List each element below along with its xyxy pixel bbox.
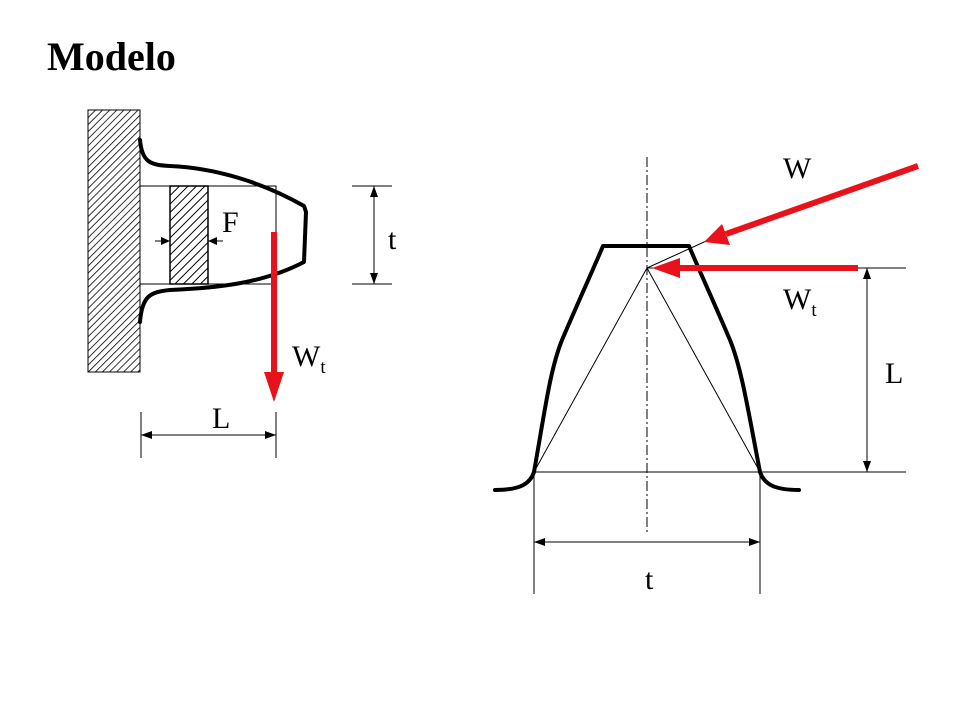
face-width-arrowhead-right bbox=[208, 237, 217, 245]
tooth-profile-right bbox=[493, 244, 801, 492]
cross-section-hatch bbox=[169, 185, 209, 285]
label-thickness-t-right: t bbox=[645, 563, 654, 596]
label-Wt-main-right: W bbox=[783, 283, 812, 316]
normal-force-arrowhead bbox=[704, 224, 730, 245]
fixed-wall bbox=[87, 109, 141, 373]
dim-L-arrowhead-right bbox=[265, 431, 276, 439]
tangential-force-arrowhead-right bbox=[652, 258, 680, 278]
label-Wt-main-left: W bbox=[292, 340, 321, 373]
label-tangential-force-right: Wt bbox=[783, 283, 817, 321]
gear-tooth-model: W Wt L t bbox=[493, 152, 920, 596]
label-length-L-left: L bbox=[212, 402, 230, 435]
dim-L-arrowhead-left bbox=[141, 431, 152, 439]
label-tangential-force-left: Wt bbox=[292, 340, 326, 378]
dim-t-arrowhead-bottom bbox=[370, 273, 378, 284]
label-Wt-subscript-right: t bbox=[811, 300, 817, 321]
page-title: Modelo bbox=[47, 34, 176, 79]
label-length-L-right: L bbox=[885, 357, 903, 390]
normal-force-arrow-shaft bbox=[724, 163, 920, 237]
label-Wt-subscript-left: t bbox=[320, 357, 326, 378]
parabola-side-right bbox=[646, 267, 761, 473]
tooth-profile-left bbox=[138, 138, 308, 324]
label-normal-force-W: W bbox=[783, 152, 812, 185]
dim-L-arrowhead-bottom bbox=[863, 461, 871, 472]
label-thickness-t: t bbox=[388, 223, 397, 256]
dim-t-arrowhead-top bbox=[370, 186, 378, 197]
dim-t-arrowhead-right bbox=[749, 538, 760, 546]
dim-t-arrowhead-left bbox=[534, 538, 545, 546]
tangential-force-arrowhead bbox=[264, 372, 284, 402]
face-width-arrowhead-left bbox=[161, 237, 170, 245]
parabola-side-left bbox=[533, 267, 648, 473]
label-face-width-F: F bbox=[222, 206, 239, 239]
cantilever-model: F t Wt L bbox=[87, 109, 397, 458]
dim-L-arrowhead-top bbox=[863, 268, 871, 279]
